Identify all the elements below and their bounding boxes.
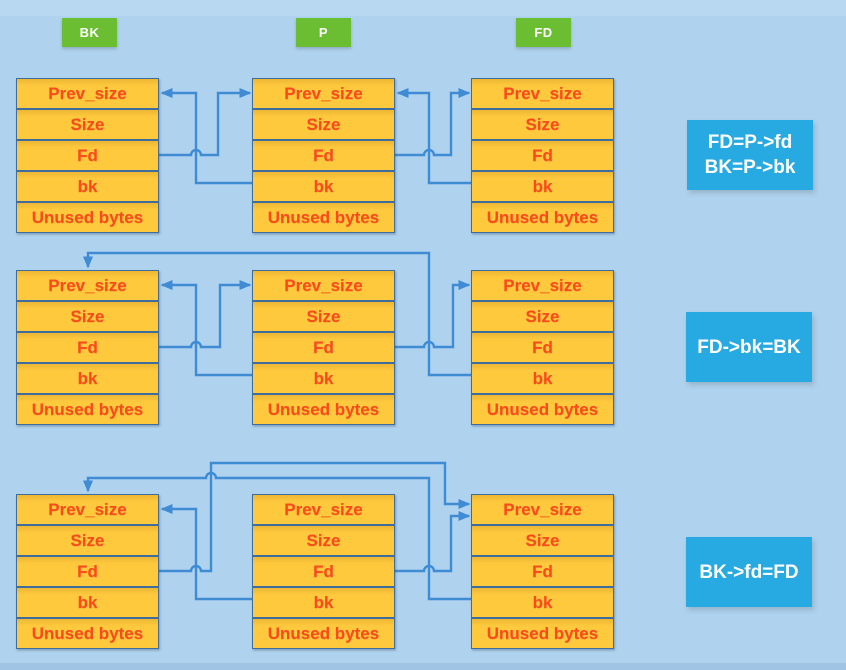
field-size: Size xyxy=(252,109,395,140)
rule-box-step2: FD->bk=BK xyxy=(686,312,812,382)
rule-box-step1: FD=P->fd BK=P->bk xyxy=(687,120,813,190)
field-bk: bk xyxy=(471,587,614,618)
field-unused-bytes: Unused bytes xyxy=(252,202,395,233)
field-fd: Fd xyxy=(471,140,614,171)
field-unused-bytes: Unused bytes xyxy=(16,394,159,425)
field-fd: Fd xyxy=(16,332,159,363)
field-prev-size: Prev_size xyxy=(471,494,614,525)
arrow-row1-p-bk-to-bk xyxy=(160,88,252,185)
rule-line: FD=P->fd xyxy=(707,132,793,153)
rule-line: BK=P->bk xyxy=(704,157,796,178)
arrow-row3-fd-bk-to-bk xyxy=(83,471,471,601)
field-bk: bk xyxy=(252,363,395,394)
field-size: Size xyxy=(252,525,395,556)
field-prev-size: Prev_size xyxy=(16,78,159,109)
field-bk: bk xyxy=(16,587,159,618)
field-unused-bytes: Unused bytes xyxy=(471,618,614,649)
arrow-row3-p-bk-to-bk xyxy=(160,504,252,601)
column-label-bk: BK xyxy=(62,18,117,47)
field-fd: Fd xyxy=(252,332,395,363)
arrow-row2-p-fd-to-fd xyxy=(395,280,471,349)
field-unused-bytes: Unused bytes xyxy=(252,394,395,425)
rule-box-step3: BK->fd=FD xyxy=(686,537,812,607)
arrow-row2-p-bk-to-bk xyxy=(160,280,252,377)
field-bk: bk xyxy=(16,363,159,394)
field-prev-size: Prev_size xyxy=(252,270,395,301)
field-size: Size xyxy=(471,109,614,140)
field-bk: bk xyxy=(471,363,614,394)
arrow-row1-bk-fd-to-p xyxy=(159,88,252,157)
field-prev-size: Prev_size xyxy=(16,270,159,301)
field-size: Size xyxy=(471,525,614,556)
bottom-band xyxy=(0,663,846,670)
field-prev-size: Prev_size xyxy=(471,270,614,301)
arrow-row2-bk-fd-to-p xyxy=(159,280,252,349)
column-label-fd: FD xyxy=(516,18,571,47)
arrow-row1-p-fd-to-fd xyxy=(395,88,471,157)
field-bk: bk xyxy=(252,587,395,618)
field-bk: bk xyxy=(16,171,159,202)
field-fd: Fd xyxy=(252,556,395,587)
arrow-row3-p-fd-to-fd xyxy=(395,511,471,573)
field-fd: Fd xyxy=(471,556,614,587)
field-fd: Fd xyxy=(252,140,395,171)
field-size: Size xyxy=(471,301,614,332)
field-fd: Fd xyxy=(471,332,614,363)
field-bk: bk xyxy=(252,171,395,202)
rule-line: BK->fd=FD xyxy=(699,561,799,583)
field-unused-bytes: Unused bytes xyxy=(471,394,614,425)
field-size: Size xyxy=(16,525,159,556)
arrow-row2-fd-bk-to-bk xyxy=(83,251,471,377)
field-size: Size xyxy=(252,301,395,332)
field-unused-bytes: Unused bytes xyxy=(471,202,614,233)
arrow-row3-bk-fd-to-fd xyxy=(159,461,471,573)
field-size: Size xyxy=(16,109,159,140)
field-unused-bytes: Unused bytes xyxy=(16,618,159,649)
field-fd: Fd xyxy=(16,556,159,587)
field-size: Size xyxy=(16,301,159,332)
field-fd: Fd xyxy=(16,140,159,171)
field-unused-bytes: Unused bytes xyxy=(16,202,159,233)
field-prev-size: Prev_size xyxy=(252,494,395,525)
arrow-row1-fd-bk-to-p xyxy=(396,88,471,185)
field-prev-size: Prev_size xyxy=(16,494,159,525)
column-label-p: P xyxy=(296,18,351,47)
field-prev-size: Prev_size xyxy=(471,78,614,109)
top-band xyxy=(0,0,846,16)
field-unused-bytes: Unused bytes xyxy=(252,618,395,649)
rule-line: FD->bk=BK xyxy=(697,336,801,358)
field-prev-size: Prev_size xyxy=(252,78,395,109)
field-bk: bk xyxy=(471,171,614,202)
